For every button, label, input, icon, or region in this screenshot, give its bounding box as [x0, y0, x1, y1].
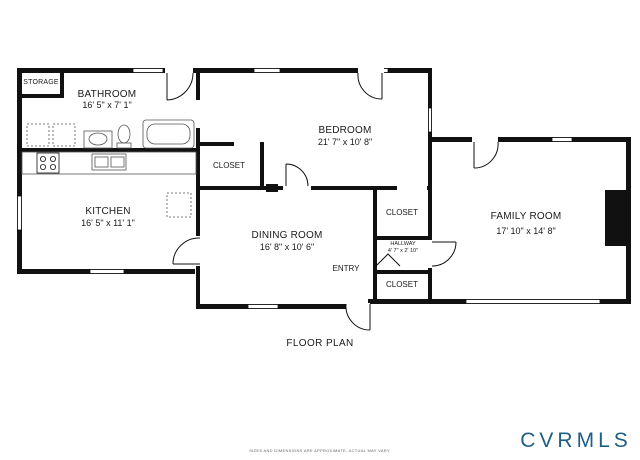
door-swings — [166, 72, 499, 331]
storage-label: STORAGE — [23, 79, 59, 86]
fixtures — [21, 119, 197, 218]
family-room-label: FAMILY ROOM — [490, 211, 562, 222]
closet-upper-label: CLOSET — [385, 208, 418, 217]
brand-logo: CVRMLS — [520, 429, 632, 452]
bedroom-dimensions: 21' 7" x 10' 8" — [317, 137, 373, 147]
bathroom-dimensions: 16' 5" x 7' 1" — [82, 100, 132, 110]
floor-plan-title: FLOOR PLAN — [286, 338, 354, 349]
entry-label: ENTRY — [332, 264, 360, 273]
closet-lower-label: CLOSET — [385, 280, 418, 289]
disclaimer: SIZES AND DIMENSIONS ARE APPROXIMATE, AC… — [249, 448, 391, 453]
hallway-label: HALLWAY — [390, 241, 416, 247]
family-room-dimensions: 17' 10" x 14' 8" — [496, 226, 556, 236]
dining-room-dimensions: 16' 8" x 10' 6" — [259, 242, 315, 252]
bedroom-label: BEDROOM — [318, 125, 372, 136]
door-openings — [165, 68, 498, 310]
hallway-dimensions: 4' 7" x 2' 10" — [387, 248, 419, 254]
kitchen-dimensions: 16' 5" x 11' 1" — [81, 218, 135, 228]
dining-room-label: DINING ROOM — [251, 230, 323, 241]
bathroom-label: BATHROOM — [77, 89, 137, 100]
closet-bedroom-label: CLOSET — [212, 161, 245, 170]
kitchen-label: KITCHEN — [85, 206, 131, 217]
